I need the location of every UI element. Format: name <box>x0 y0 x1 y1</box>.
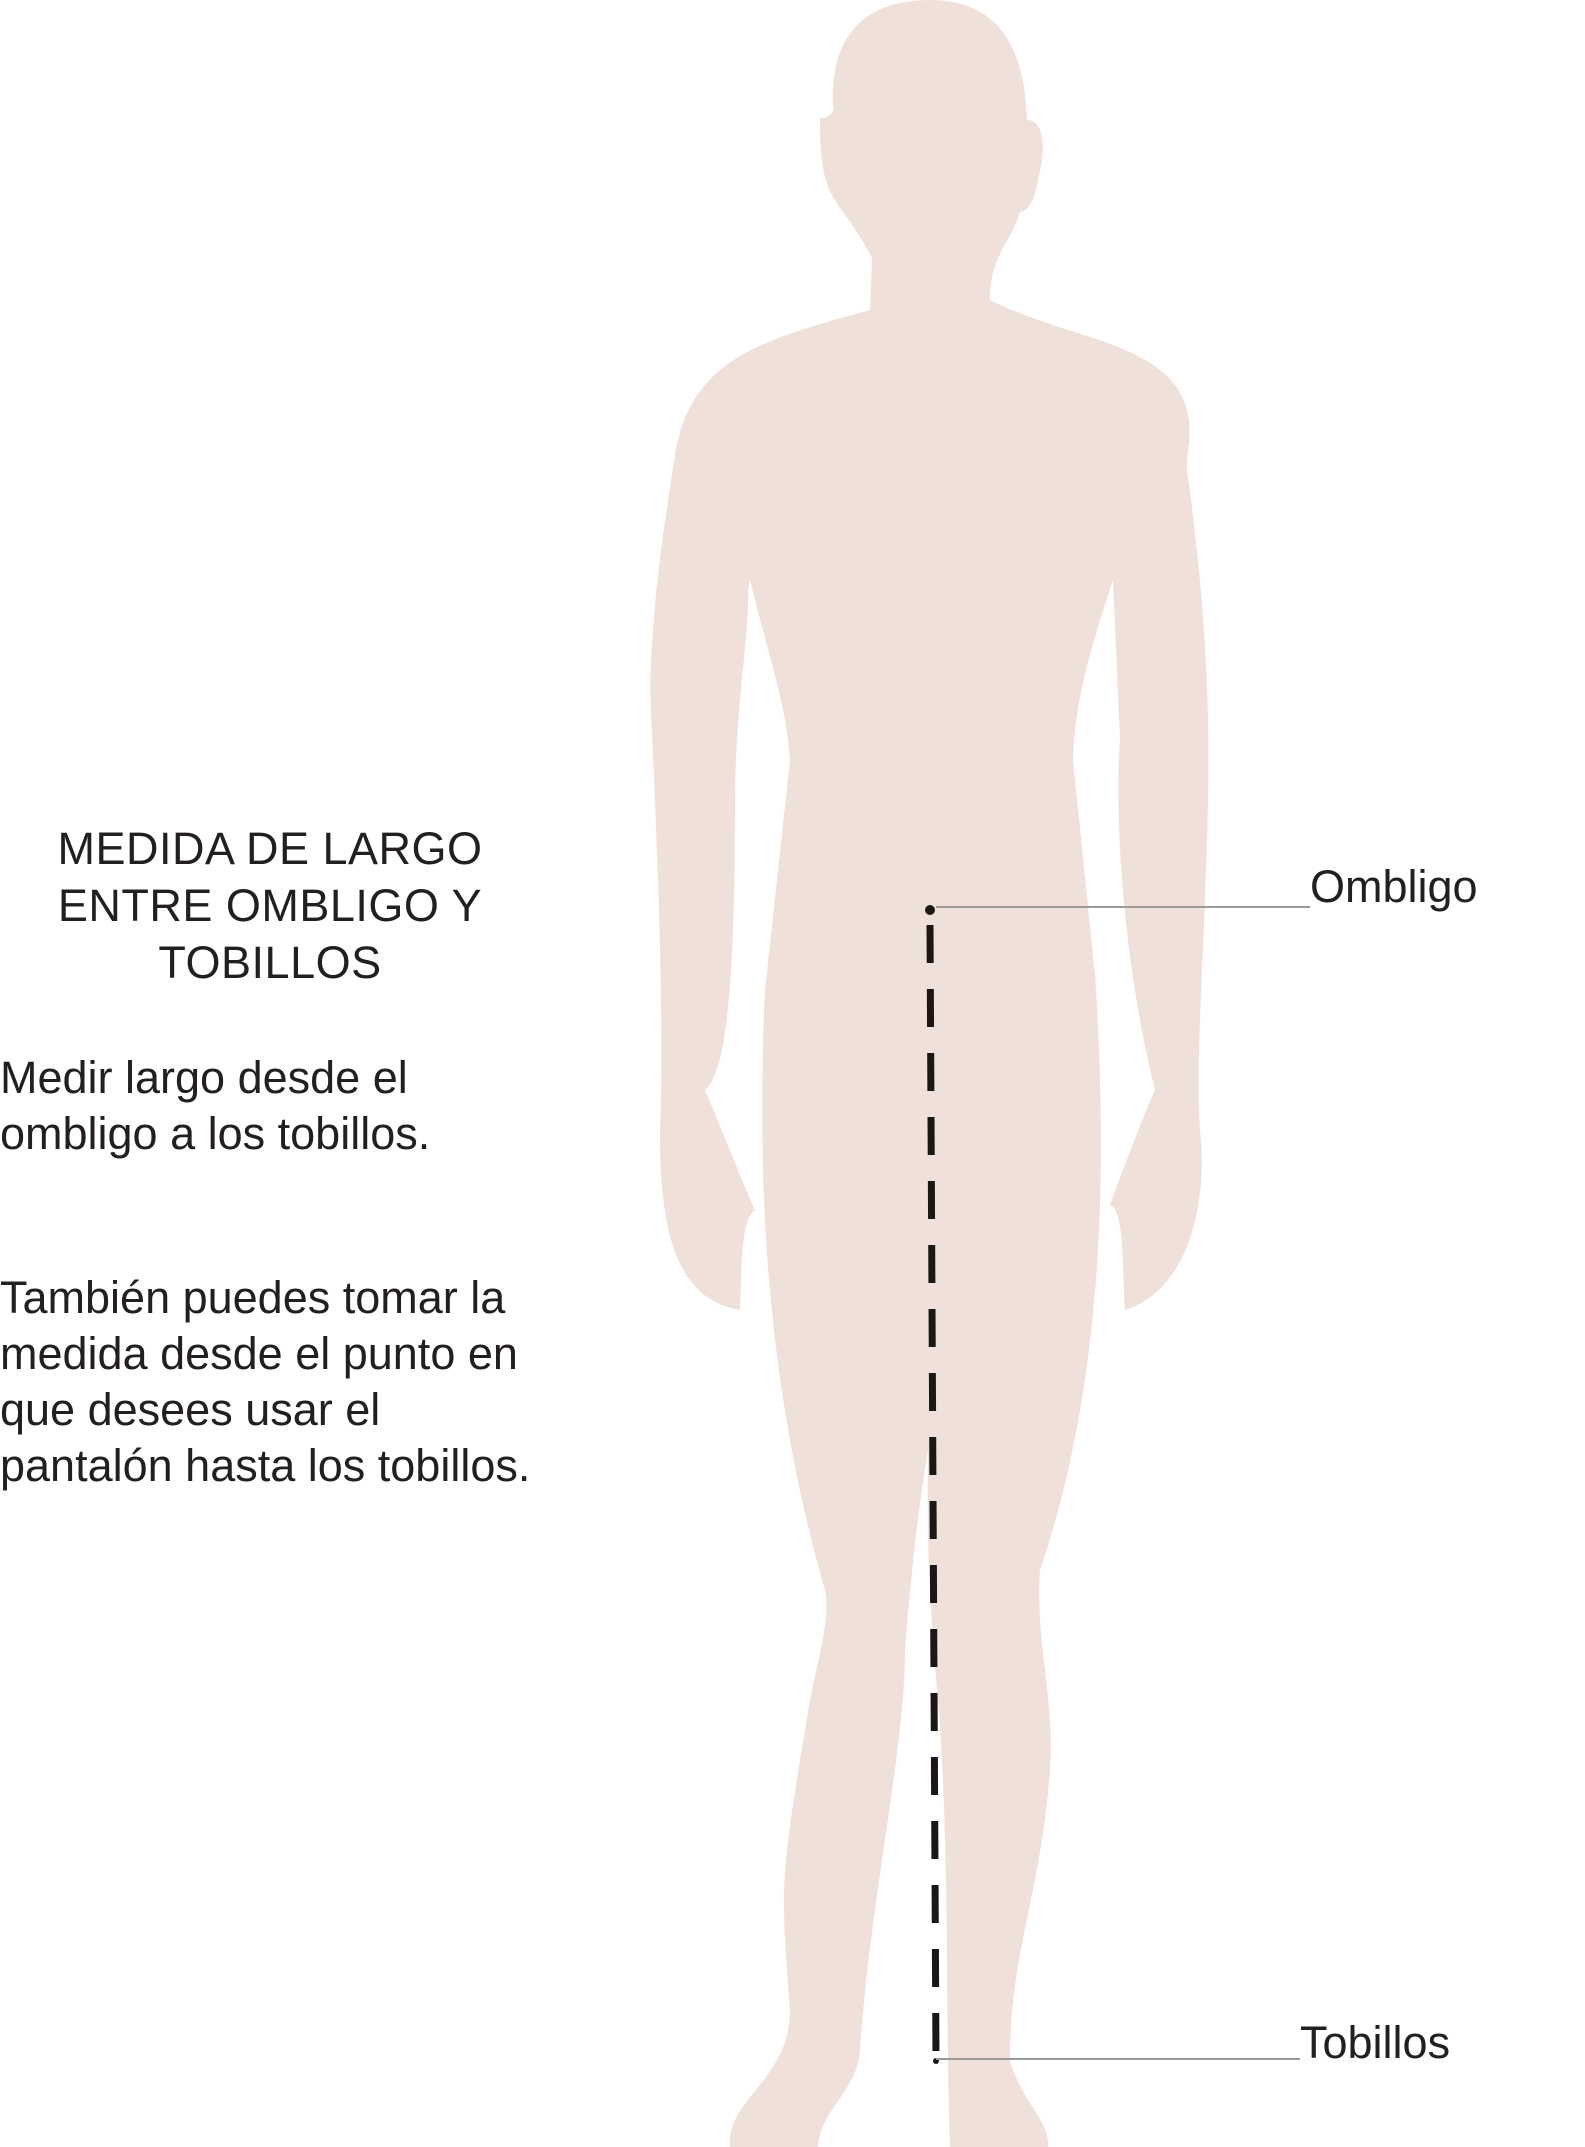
ankle-label: Tobillos <box>1300 2017 1451 2068</box>
navel-label: Ombligo <box>1310 861 1478 912</box>
instruction-alternative: También puedes tomar la medida desde el … <box>0 1272 531 1491</box>
navel-point <box>925 905 935 915</box>
instruction-primary: Medir largo desde el ombligo a los tobil… <box>0 1052 431 1159</box>
diagram-title: MEDIDA DE LARGO ENTRE OMBLIGO Y TOBILLOS <box>57 823 483 988</box>
